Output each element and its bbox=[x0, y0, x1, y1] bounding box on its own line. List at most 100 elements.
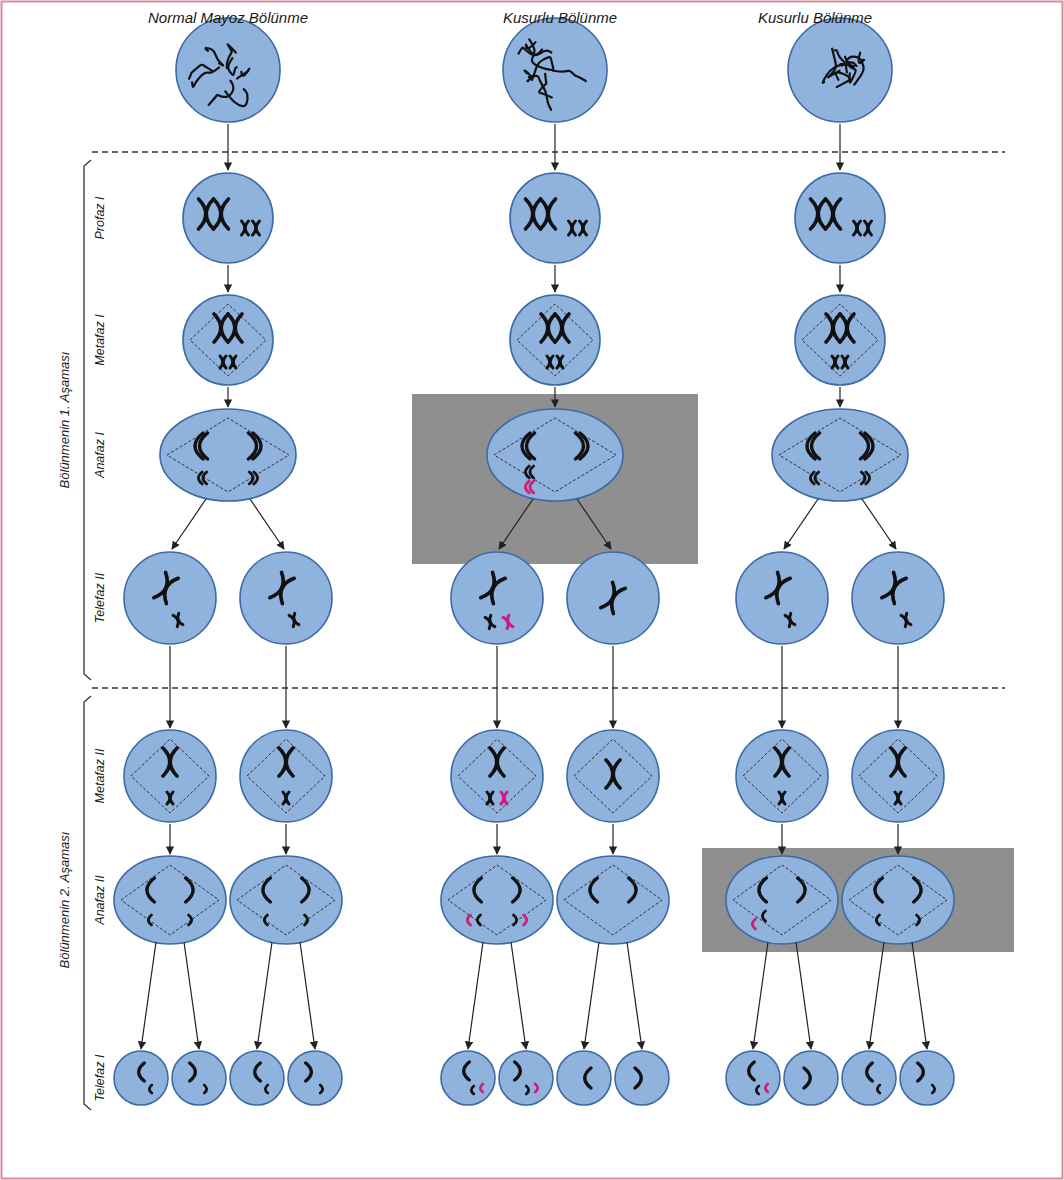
chromatin-thread bbox=[237, 69, 249, 79]
chromosome bbox=[503, 615, 513, 628]
flow-arrow bbox=[499, 499, 533, 549]
chromatid bbox=[306, 1063, 312, 1081]
flow-arrow bbox=[257, 942, 272, 1049]
spindle-fibre bbox=[574, 739, 652, 813]
chromatid bbox=[190, 1063, 196, 1081]
chromatid bbox=[176, 613, 183, 625]
flow-arrow bbox=[184, 942, 199, 1049]
column-header: Kusurlu Bölünme bbox=[503, 10, 617, 27]
chromatid bbox=[835, 356, 838, 368]
chromatid bbox=[467, 915, 470, 925]
cell-body bbox=[114, 856, 226, 944]
chromosome bbox=[766, 572, 791, 603]
chromatid bbox=[245, 221, 248, 235]
cell-body bbox=[499, 1051, 553, 1105]
spindle-fibre bbox=[237, 865, 335, 935]
stage-label: Anafaz I bbox=[94, 432, 108, 478]
chromatid bbox=[147, 878, 155, 902]
chromatid bbox=[798, 878, 806, 902]
cell-body bbox=[510, 173, 600, 263]
flow-arrow bbox=[784, 499, 818, 549]
cell-body bbox=[160, 409, 296, 501]
chromatin-thread bbox=[529, 76, 551, 110]
flow-arrow bbox=[577, 499, 611, 549]
flow-arrow bbox=[496, 646, 497, 728]
chromosome bbox=[230, 356, 236, 368]
cell-body bbox=[288, 1051, 342, 1105]
cell-body bbox=[510, 295, 600, 385]
chromatid bbox=[560, 356, 563, 368]
chromatid bbox=[471, 1086, 474, 1094]
chromatid bbox=[199, 433, 207, 459]
chromatid bbox=[904, 613, 911, 625]
chromatid bbox=[513, 878, 521, 902]
chromosome bbox=[891, 748, 905, 776]
flow-arrow bbox=[839, 387, 840, 407]
chromatid bbox=[875, 878, 883, 902]
chromatid bbox=[235, 314, 242, 342]
chromatid bbox=[170, 792, 173, 804]
flow-arrow bbox=[227, 387, 228, 407]
chromosome bbox=[501, 792, 507, 804]
chromosome bbox=[826, 199, 841, 229]
spindle-fibre bbox=[733, 865, 831, 935]
chromatid bbox=[635, 1068, 641, 1088]
chromatid bbox=[526, 433, 534, 459]
cell-body bbox=[503, 18, 607, 122]
flow-arrow bbox=[897, 646, 898, 728]
column-header: Normal Mayoz Bölünme bbox=[148, 10, 308, 27]
chromatid bbox=[857, 221, 860, 235]
chromosome bbox=[840, 314, 854, 342]
chromatid bbox=[264, 915, 267, 925]
chromosome bbox=[490, 748, 504, 776]
chromatid bbox=[888, 575, 906, 603]
chromosome bbox=[842, 356, 848, 368]
cell-body bbox=[557, 856, 669, 944]
chromatid bbox=[203, 472, 207, 484]
chromatid bbox=[759, 878, 767, 902]
chromatid bbox=[868, 221, 871, 235]
chromatid bbox=[898, 748, 905, 776]
chromosome bbox=[865, 221, 872, 235]
chromatid bbox=[613, 760, 620, 788]
chromatid bbox=[815, 472, 819, 484]
chromosome bbox=[220, 356, 226, 368]
flow-arrow bbox=[554, 124, 555, 170]
spindle-fibre bbox=[458, 739, 536, 813]
spindle-fibre bbox=[517, 304, 593, 376]
chromosome bbox=[854, 221, 861, 235]
flow-arrow bbox=[141, 942, 156, 1049]
flow-arrow bbox=[285, 646, 286, 728]
chromosome bbox=[163, 748, 177, 776]
chromatid bbox=[530, 466, 534, 478]
spindle-fibre bbox=[448, 865, 546, 935]
chromosome bbox=[242, 221, 249, 235]
chromatid bbox=[932, 1085, 935, 1093]
cell-body bbox=[172, 1051, 226, 1105]
chromosome bbox=[214, 199, 229, 229]
flow-arrow bbox=[468, 942, 483, 1049]
stage-separator bbox=[92, 151, 1005, 153]
chromosome bbox=[253, 221, 260, 235]
chromatid bbox=[305, 915, 308, 925]
cell-body bbox=[487, 409, 623, 501]
stage-label: Telefaz I bbox=[94, 1055, 108, 1102]
cell-body bbox=[772, 409, 908, 501]
chromatid bbox=[221, 199, 228, 229]
flow-arrow bbox=[897, 824, 898, 854]
chromosome bbox=[779, 792, 785, 804]
chromatid bbox=[788, 613, 795, 625]
flow-arrow bbox=[839, 265, 840, 292]
chromosome bbox=[606, 760, 620, 788]
chromatid bbox=[186, 878, 194, 902]
flow-arrow bbox=[862, 499, 896, 549]
chromatid bbox=[550, 356, 553, 368]
chromatid bbox=[575, 433, 583, 459]
spindle-fibre bbox=[190, 304, 266, 376]
chromosome bbox=[487, 792, 493, 804]
chromatid bbox=[762, 911, 765, 921]
flow-arrow bbox=[612, 646, 613, 728]
cell-body bbox=[842, 1051, 896, 1105]
chromosome bbox=[167, 792, 173, 804]
chromatid bbox=[572, 221, 575, 235]
